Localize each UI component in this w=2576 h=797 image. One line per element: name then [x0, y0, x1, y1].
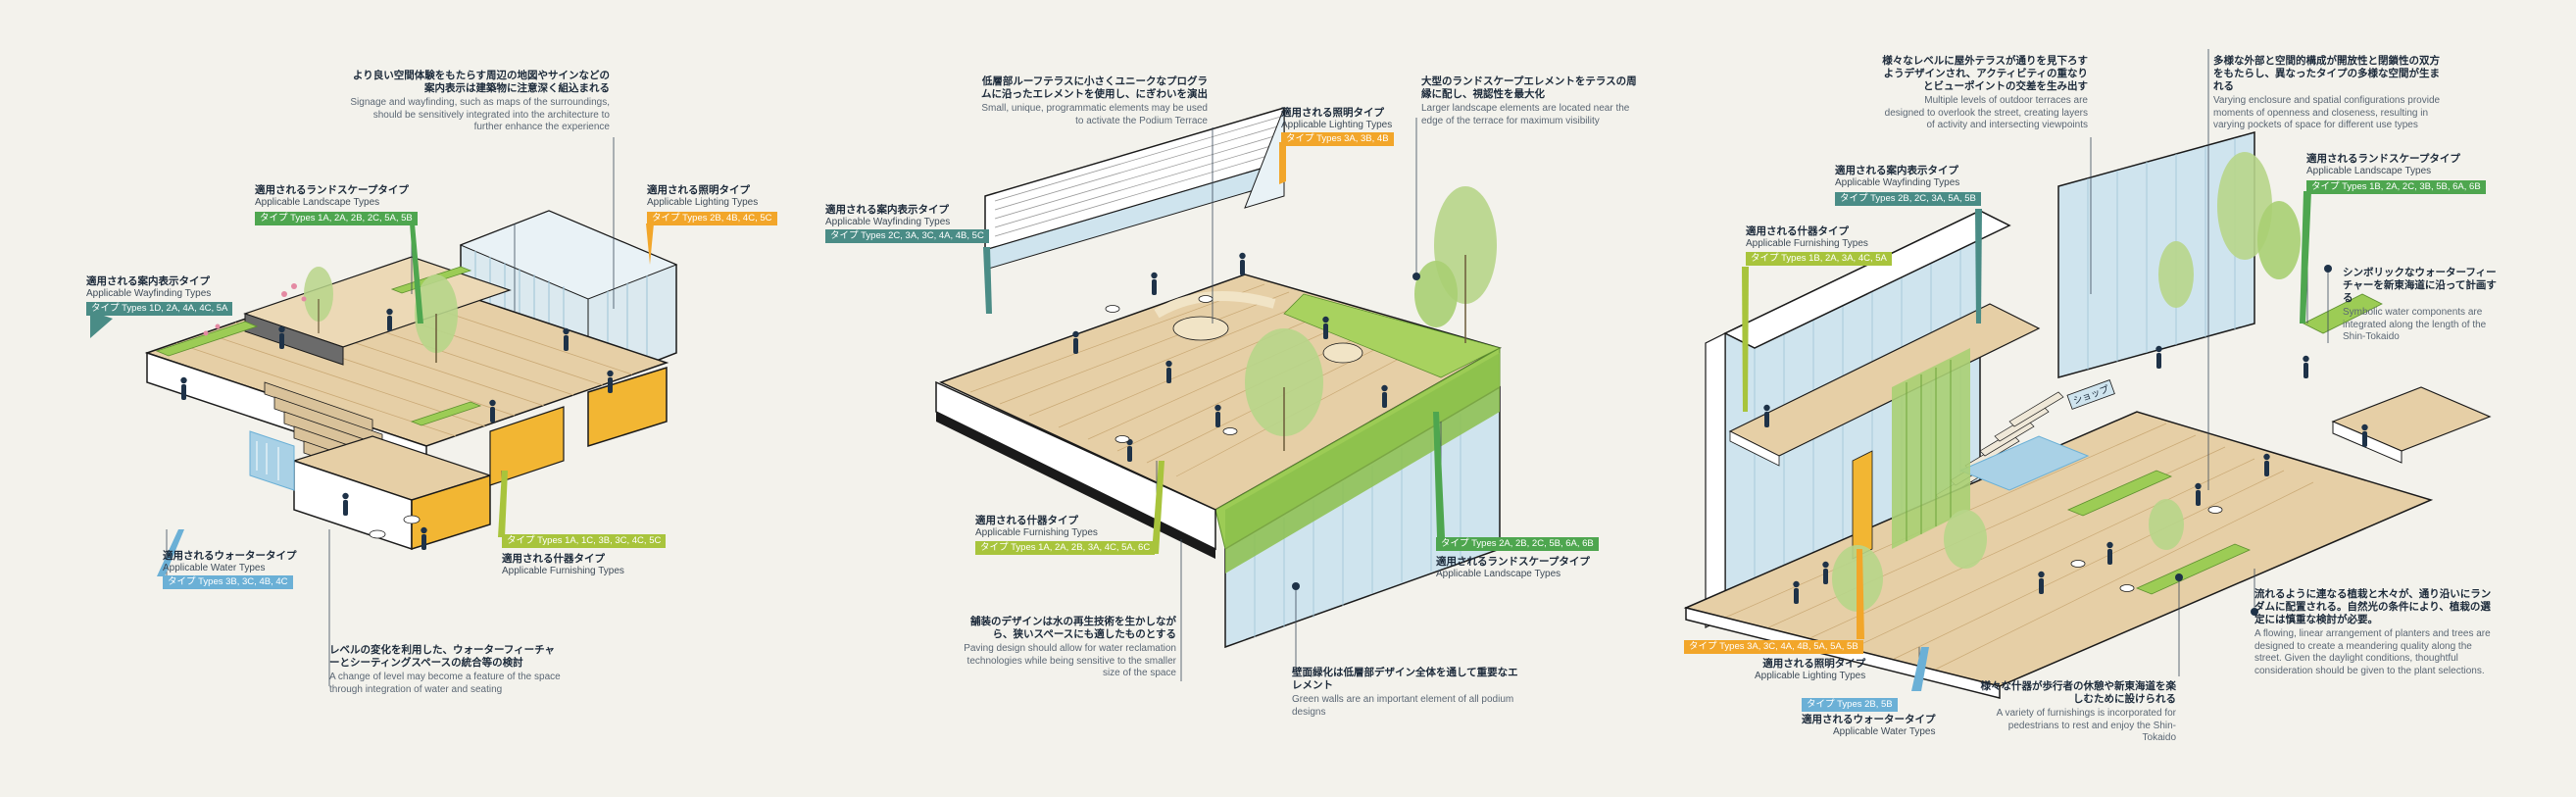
- p1-furnishing-en: Applicable Furnishing Types: [502, 565, 624, 576]
- p2-note-podium-en: Small, unique, programmatic elements may…: [981, 103, 1208, 126]
- p2-note-podium: 低層部ルーフテラスに小さくユニークなプログラムに沿ったエレメントを使用し、にぎわ…: [980, 75, 1208, 127]
- p3-wayfinding-label: 適用される案内表示タイプ Applicable Wayfinding Types: [1835, 165, 1959, 189]
- p1-lighting-label: 適用される照明タイプ Applicable Lighting Types: [647, 184, 758, 209]
- p3-note-planters-jp: 流れるように連なる植栽と木々が、通り沿いにランダムに配置される。自然光の条件によ…: [2254, 588, 2492, 625]
- p1-wayfinding-label: 適用される案内表示タイプ Applicable Wayfinding Types: [86, 275, 211, 300]
- p2-landscape-label: 適用されるランドスケープタイプ Applicable Landscape Typ…: [1436, 556, 1590, 580]
- p3-note-water-jp: シンボリックなウォーターフィーチャーを新東海道に沿って計画する: [2343, 267, 2497, 304]
- p2-lighting-label: 適用される照明タイプ Applicable Lighting Types: [1281, 107, 1392, 131]
- p3-note-planters-en: A flowing, linear arrangement of planter…: [2254, 628, 2491, 676]
- p2-note-green-jp: 壁面緑化は低層部デザイン全体を通して重要なエレメント: [1292, 667, 1518, 691]
- p1-furnishing-label: 適用される什器タイプ Applicable Furnishing Types: [502, 553, 624, 577]
- p3-landscape-jp: 適用されるランドスケープタイプ: [2306, 153, 2460, 165]
- p1-furnishing-jp: 適用される什器タイプ: [502, 553, 605, 565]
- p1-water-label: 適用されるウォータータイプ Applicable Water Types: [163, 550, 297, 574]
- panel3-illustration: ショップ: [1683, 49, 2492, 699]
- p2-wayfinding-en: Applicable Wayfinding Types: [825, 216, 951, 227]
- p3-note-furnishings-jp: 様々な什器が歩行者の休憩や新東海道を楽しむために設けられる: [1980, 680, 2177, 705]
- p2-note-green: 壁面緑化は低層部デザイン全体を通して重要なエレメント Green walls a…: [1292, 667, 1527, 719]
- panel1-illustration: [90, 137, 678, 686]
- p2-note-paving: 舗装のデザインは水の再生技術を生かしながら、狭いスペースにも適したものとする P…: [961, 616, 1176, 680]
- p3-water-label: 適用されるウォータータイプ Applicable Water Types: [1802, 714, 1936, 738]
- p3-note-enclosure-jp: 多様な外部と空間的構成が開放性と閉鎖性の双方をもたらし、異なったタイプの多様な空…: [2213, 55, 2440, 92]
- p3-furnishing-label: 適用される什器タイプ Applicable Furnishing Types: [1746, 225, 1868, 250]
- p3-note-water-en: Symbolic water components are integrated…: [2343, 307, 2487, 342]
- p2-furnishing-tag: タイプ Types 1A, 2A, 2B, 3A, 4C, 5A, 6C: [975, 541, 1156, 555]
- p1-water-jp: 適用されるウォータータイプ: [163, 550, 297, 562]
- p3-note-enclosure: 多様な外部と空間的構成が開放性と閉鎖性の双方をもたらし、異なったタイプの多様な空…: [2213, 55, 2449, 132]
- p2-landscape-jp: 適用されるランドスケープタイプ: [1436, 556, 1590, 568]
- p2-furnishing-jp: 適用される什器タイプ: [975, 515, 1078, 526]
- p3-wayfinding-jp: 適用される案内表示タイプ: [1835, 165, 1958, 176]
- p2-note-paving-jp: 舗装のデザインは水の再生技術を生かしながら、狭いスペースにも適したものとする: [970, 616, 1176, 640]
- p3-wayfinding-tag: タイプ Types 2B, 2C, 3A, 5A, 5B: [1835, 192, 1981, 206]
- p3-furnishing-tag: タイプ Types 1B, 2A, 3A, 4C, 5A: [1746, 252, 1892, 266]
- p1-note-signage-jp: より良い空間体験をもたらす周辺の地図やサインなどの案内表示は建築物に注意深く組込…: [352, 70, 610, 94]
- p2-wayfinding-jp: 適用される案内表示タイプ: [825, 204, 949, 216]
- p2-landscape-tag: タイプ Types 2A, 2B, 2C, 5B, 6A, 6B: [1436, 537, 1599, 551]
- p1-wayfinding-tag: タイプ Types 1D, 2A, 4A, 4C, 5A: [86, 302, 233, 316]
- p3-water-jp: 適用されるウォータータイプ: [1802, 714, 1936, 725]
- p2-lighting-tag: タイプ Types 3A, 3B, 4B: [1281, 132, 1394, 146]
- p1-wayfinding-en: Applicable Wayfinding Types: [86, 287, 212, 299]
- p1-landscape-tag: タイプ Types 1A, 2A, 2B, 2C, 5A, 5B: [255, 212, 418, 225]
- p3-note-furnishings: 様々な什器が歩行者の休憩や新東海道を楽しむために設けられる A variety …: [1980, 680, 2177, 745]
- p2-note-large-en: Larger landscape elements are located ne…: [1421, 103, 1630, 126]
- p2-lighting-jp: 適用される照明タイプ: [1281, 107, 1384, 119]
- p1-landscape-en: Applicable Landscape Types: [255, 196, 380, 208]
- p3-lighting-jp: 適用される照明タイプ: [1762, 658, 1866, 670]
- p2-wayfinding-label: 適用される案内表示タイプ Applicable Wayfinding Types: [825, 204, 950, 228]
- p2-landscape-en: Applicable Landscape Types: [1436, 568, 1561, 579]
- p3-landscape-tag: タイプ Types 1B, 2A, 2C, 3B, 5B, 6A, 6B: [2306, 180, 2486, 194]
- p2-note-paving-en: Paving design should allow for water rec…: [964, 643, 1176, 678]
- p2-note-large-jp: 大型のランドスケープエレメントをテラスの周縁に配し、視認性を最大化: [1421, 75, 1637, 100]
- p3-lighting-tag: タイプ Types 3A, 3C, 4A, 4B, 5A, 5A, 5B: [1684, 640, 1863, 654]
- p1-lighting-tag: タイプ Types 2B, 4B, 4C, 5C: [647, 212, 777, 225]
- p1-lighting-jp: 適用される照明タイプ: [647, 184, 750, 196]
- p1-furnishing-tag: タイプ Types 1A, 1C, 3B, 3C, 4C, 5C: [502, 534, 667, 548]
- p3-furnishing-jp: 適用される什器タイプ: [1746, 225, 1849, 237]
- p3-note-enclosure-en: Varying enclosure and spatial configurat…: [2213, 95, 2441, 130]
- p2-lighting-en: Applicable Lighting Types: [1281, 119, 1393, 130]
- p1-note-level: レベルの変化を利用した、ウォーターフィーチャーとシーティングスペースの統合等の検…: [329, 644, 565, 696]
- p3-note-terraces-jp: 様々なレベルに屋外テラスが通りを見下ろすようデザインされ、アクティビティの重なり…: [1882, 55, 2088, 92]
- p3-landscape-label: 適用されるランドスケープタイプ Applicable Landscape Typ…: [2306, 153, 2460, 177]
- p1-lighting-en: Applicable Lighting Types: [647, 196, 759, 208]
- p3-note-terraces-en: Multiple levels of outdoor terraces are …: [1884, 95, 2088, 130]
- p3-furnishing-en: Applicable Furnishing Types: [1746, 237, 1868, 249]
- p2-note-green-en: Green walls are an important element of …: [1292, 694, 1514, 718]
- p1-landscape-label: 適用されるランドスケープタイプ Applicable Landscape Typ…: [255, 184, 409, 209]
- p3-water-tag: タイプ Types 2B, 5B: [1802, 698, 1898, 712]
- p3-note-planters: 流れるように連なる植栽と木々が、通り沿いにランダムに配置される。自然光の条件によ…: [2254, 588, 2500, 677]
- panel2-illustration: [935, 106, 1502, 681]
- p1-water-en: Applicable Water Types: [163, 562, 266, 573]
- p2-note-podium-jp: 低層部ルーフテラスに小さくユニークなプログラムに沿ったエレメントを使用し、にぎわ…: [981, 75, 1208, 100]
- p3-note-water: シンボリックなウォーターフィーチャーを新東海道に沿って計画する Symbolic…: [2343, 267, 2500, 344]
- p1-note-level-en: A change of level may become a feature o…: [329, 672, 561, 695]
- p2-wayfinding-tag: タイプ Types 2C, 3A, 3C, 4A, 4B, 5C: [825, 229, 989, 243]
- p3-note-terraces: 様々なレベルに屋外テラスが通りを見下ろすようデザインされ、アクティビティの重なり…: [1882, 55, 2088, 132]
- p2-note-large: 大型のランドスケープエレメントをテラスの周縁に配し、視認性を最大化 Larger…: [1421, 75, 1637, 127]
- p1-note-signage-en: Signage and wayfinding, such as maps of …: [350, 97, 610, 132]
- p1-note-level-jp: レベルの変化を利用した、ウォーターフィーチャーとシーティングスペースの統合等の検…: [329, 644, 556, 669]
- p1-landscape-jp: 適用されるランドスケープタイプ: [255, 184, 409, 196]
- p1-note-signage: より良い空間体験をもたらす周辺の地図やサインなどの案内表示は建築物に注意深く組込…: [343, 70, 610, 134]
- p3-note-furnishings-en: A variety of furnishings is incorporated…: [1996, 708, 2176, 743]
- p1-water-tag: タイプ Types 3B, 3C, 4B, 4C: [163, 575, 293, 589]
- p3-lighting-label: 適用される照明タイプ Applicable Lighting Types: [1755, 658, 1865, 682]
- p3-landscape-en: Applicable Landscape Types: [2306, 165, 2432, 176]
- p1-wayfinding-jp: 適用される案内表示タイプ: [86, 275, 210, 287]
- p2-furnishing-en: Applicable Furnishing Types: [975, 526, 1098, 538]
- p3-wayfinding-en: Applicable Wayfinding Types: [1835, 176, 1960, 188]
- p3-water-en: Applicable Water Types: [1833, 725, 1936, 737]
- p2-furnishing-label: 適用される什器タイプ Applicable Furnishing Types: [975, 515, 1098, 539]
- p3-lighting-en: Applicable Lighting Types: [1755, 670, 1866, 681]
